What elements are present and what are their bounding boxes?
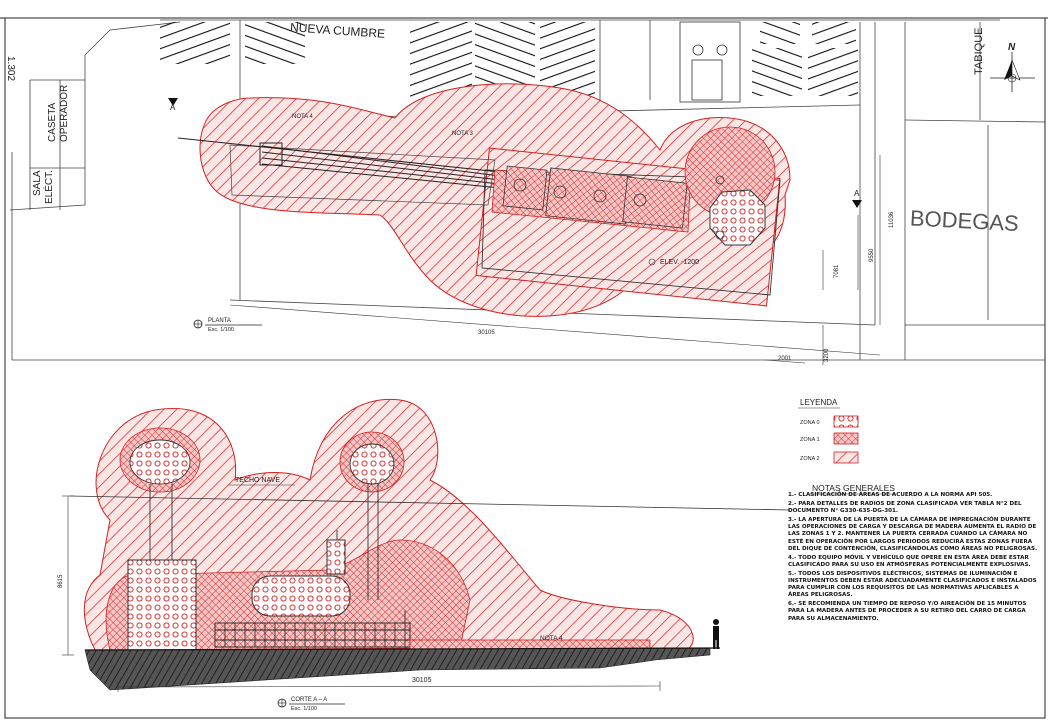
street-label: NUEVA CUMBRE (290, 20, 386, 41)
section-mark-left-letter: A (170, 103, 176, 112)
plan-dim-small: 2001 (778, 356, 792, 362)
plan-storage-racks (160, 21, 858, 103)
plan-containment-dike (481, 169, 781, 296)
section-human-scale-figure (713, 619, 719, 649)
legend-zone1-label: ZONA 1 (800, 437, 820, 443)
section-nota4-label: NOTA 4 (540, 635, 563, 642)
legend: LEYENDA ZONA 0 ZONA 1 ZONA 2 (798, 398, 859, 464)
section-dim-length (117, 681, 661, 692)
plan-zone1-equipment (491, 165, 691, 233)
note-6: 6.- SE RECOMIENDA UN TIEMPO DE REPOSO Y/… (788, 601, 1027, 622)
note-3: 3.- LA APERTURA DE LA PUERTA DE LA CÁMAR… (788, 517, 1038, 552)
section-rail-posts (224, 623, 396, 647)
legend-item-zone2: ZONA 2 (800, 451, 859, 464)
plan-dim-v4: 3200 (824, 348, 830, 362)
note-5: 5.- TODOS LOS DISPOSITIVOS ELÉCTRICOS, S… (788, 570, 1037, 599)
plan-elev-label: ELEV. -1200 (660, 259, 699, 266)
caseta-label-2: OPERADOR (59, 85, 70, 142)
general-notes: 1.- CLASIFICACIÓN DE ÁREAS DE ACUERDO A … (788, 492, 1040, 625)
partial-left-label: 1.302 (5, 56, 16, 81)
plan-dim-v3: 7081 (834, 264, 840, 278)
note-4: 4.- TODO EQUIPO MÓVIL Y VEHÍCULO QUE OPE… (788, 554, 1031, 568)
north-arrow: N (990, 42, 1035, 92)
legend-zone2-label: ZONA 2 (800, 456, 820, 462)
section-title-block: CORTE A – A Esc. 1/100 (277, 697, 345, 712)
section-view: TECHO NAVE 8615 30105 NOTA 4 (58, 398, 791, 712)
north-letter: N (1008, 42, 1016, 53)
legend-zone2-swatch (833, 451, 859, 464)
section-scale: Esc. 1/100 (291, 706, 317, 712)
plan-zone0-tank (709, 189, 766, 246)
notes-title: NOTAS GENERALES (812, 483, 895, 493)
legend-zone0-swatch (833, 415, 859, 428)
plan-title-block: PLANTA Esc. 1/100 (193, 318, 262, 333)
legend-item-zone0: ZONA 0 (800, 415, 859, 428)
plan-nota4-label: NOTA 4 (292, 114, 314, 120)
plan-view: N A A NUEVA CUMBRE 1.302 TABIQUE CASETA … (5, 19, 1046, 365)
section-dim-height (62, 495, 74, 656)
section-rail-conveyor (214, 622, 411, 648)
section-zone0-column (326, 539, 346, 575)
plan-section-marker-left: A (168, 98, 178, 112)
plan-dim-length: 30105 (478, 330, 495, 336)
section-zone0-vent-right (349, 443, 395, 485)
sala-label-1: SALA (32, 170, 43, 196)
section-ground (84, 647, 711, 691)
sala-label-2: ELÉCT. (42, 170, 55, 204)
section-roof-line (69, 495, 791, 511)
plan-nota3-label: NOTA 3 (452, 131, 474, 137)
caseta-label-1: CASETA (47, 102, 58, 142)
section-dim-height-label: 8615 (58, 574, 64, 588)
note-2: 2.- PARA DETALLES DE RADIOS DE ZONA CLAS… (788, 501, 1022, 515)
section-zone0-tank-left (127, 559, 197, 651)
section-techo-label: TECHO NAVE (235, 477, 280, 484)
legend-zone1-swatch (833, 432, 859, 445)
legend-item-zone1: ZONA 1 (800, 432, 859, 445)
legend-title: LEYENDA (800, 398, 838, 407)
section-zone0-vessel (251, 575, 351, 617)
plan-section-marker-right: A (852, 189, 862, 208)
legend-zone0-label: ZONA 0 (800, 420, 820, 426)
plan-dim-v2: 9550 (869, 248, 875, 262)
plan-dimensions (229, 155, 881, 365)
plan-dim-v1: 11036 (889, 211, 895, 228)
plan-scale: Esc. 1/100 (208, 327, 234, 333)
section-vent-pipes (149, 484, 406, 650)
bodegas-label: BODEGAS (909, 205, 1019, 236)
section-dim-length-label: 30105 (412, 677, 432, 684)
tabique-label: TABIQUE (973, 28, 985, 75)
plan-title: PLANTA (208, 318, 231, 324)
section-zone0-vent-left (129, 439, 191, 485)
plan-rail-track (177, 137, 501, 189)
section-title: CORTE A – A (291, 697, 327, 703)
note-1: 1.- CLASIFICACIÓN DE ÁREAS DE ACUERDO A … (788, 492, 993, 498)
section-mark-right-letter: A (854, 189, 860, 198)
